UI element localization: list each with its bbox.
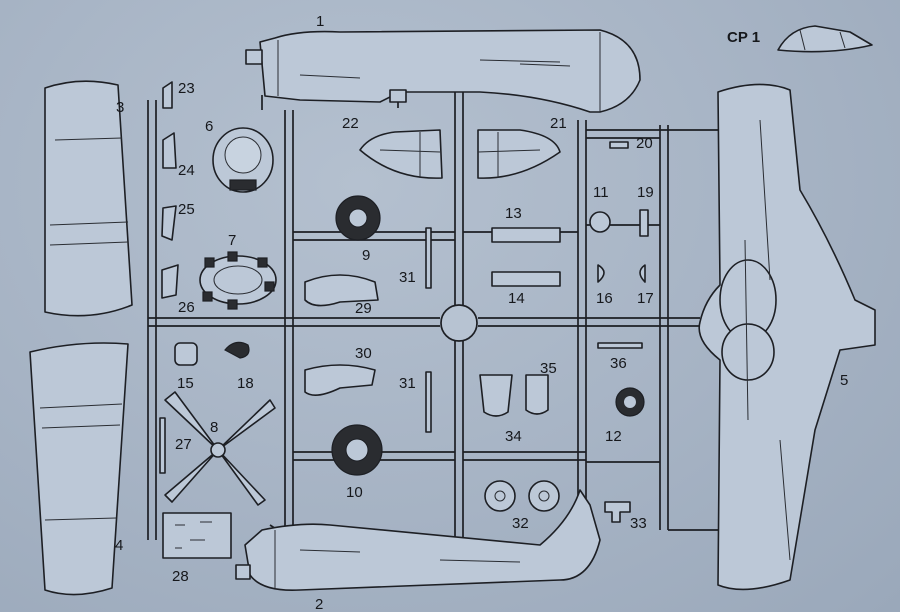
label-part-7: 7 bbox=[228, 232, 236, 249]
part-17 bbox=[639, 264, 646, 283]
part-23 bbox=[162, 81, 173, 109]
label-part-17: 17 bbox=[637, 290, 654, 307]
label-part-26: 26 bbox=[178, 299, 195, 316]
part-13 bbox=[491, 227, 561, 243]
label-part-11: 11 bbox=[593, 184, 609, 201]
label-part-20: 20 bbox=[636, 135, 653, 152]
label-part-22: 22 bbox=[342, 115, 359, 132]
part-14 bbox=[491, 271, 561, 287]
part-10-engine bbox=[331, 424, 383, 476]
label-part-36: 36 bbox=[610, 355, 627, 372]
part-cp1-canopy bbox=[777, 25, 873, 53]
label-part-9: 9 bbox=[362, 247, 370, 264]
label-part-14: 14 bbox=[508, 290, 525, 307]
part-25 bbox=[161, 205, 177, 241]
part-4-wing bbox=[29, 342, 129, 596]
part-27 bbox=[159, 417, 166, 474]
part-9-engine bbox=[335, 195, 381, 241]
part-36 bbox=[597, 342, 643, 349]
part-26 bbox=[161, 264, 179, 299]
part-1-fuselage-half bbox=[245, 29, 641, 113]
label-part-10: 10 bbox=[346, 484, 363, 501]
part-33 bbox=[604, 501, 631, 523]
label-part-21: 21 bbox=[550, 115, 567, 132]
part-8-propeller bbox=[164, 391, 276, 506]
part-7-cowl-ring bbox=[199, 251, 277, 310]
label-part-4: 4 bbox=[115, 537, 123, 554]
sprue-frame bbox=[147, 90, 718, 545]
label-part-35: 35 bbox=[540, 360, 557, 377]
label-part-8: 8 bbox=[210, 419, 218, 436]
part-11 bbox=[589, 211, 611, 233]
label-part-23: 23 bbox=[178, 80, 195, 97]
label-part-2: 2 bbox=[315, 596, 323, 612]
part-31b bbox=[425, 371, 432, 433]
label-part-31a: 31 bbox=[399, 269, 416, 286]
label-part-30: 30 bbox=[355, 345, 372, 362]
label-part-6: 6 bbox=[205, 118, 213, 135]
label-part-33: 33 bbox=[630, 515, 647, 532]
label-part-25: 25 bbox=[178, 201, 195, 218]
part-3-wing bbox=[44, 80, 133, 317]
part-5-lower-wing bbox=[698, 83, 876, 591]
label-part-1: 1 bbox=[316, 13, 324, 30]
part-22-tailplane bbox=[359, 129, 443, 179]
part-31a bbox=[425, 227, 432, 289]
label-part-24: 24 bbox=[178, 162, 195, 179]
label-part-16: 16 bbox=[596, 290, 613, 307]
label-part-19: 19 bbox=[637, 184, 654, 201]
label-part-13: 13 bbox=[505, 205, 522, 222]
part-19 bbox=[639, 209, 649, 237]
part-labels: CP 1 1 2 3 4 5 6 7 8 9 10 11 12 13 14 15… bbox=[115, 13, 848, 612]
part-34 bbox=[479, 374, 513, 417]
label-part-15: 15 bbox=[177, 375, 194, 392]
label-cp1: CP 1 bbox=[727, 29, 760, 46]
part-21-tailplane bbox=[477, 129, 561, 179]
label-part-28: 28 bbox=[172, 568, 189, 585]
part-32a bbox=[484, 480, 516, 512]
label-part-12: 12 bbox=[605, 428, 622, 445]
label-part-31b: 31 bbox=[399, 375, 416, 392]
label-part-34: 34 bbox=[505, 428, 522, 445]
part-24 bbox=[162, 132, 177, 169]
part-12 bbox=[615, 387, 645, 417]
label-part-27: 27 bbox=[175, 436, 192, 453]
part-29 bbox=[304, 274, 379, 307]
part-32b bbox=[528, 480, 560, 512]
label-part-18: 18 bbox=[237, 375, 254, 392]
part-28 bbox=[162, 512, 232, 559]
label-part-29: 29 bbox=[355, 300, 372, 317]
part-20 bbox=[609, 141, 629, 149]
label-part-3: 3 bbox=[116, 99, 124, 116]
part-2-fuselage-half bbox=[235, 489, 601, 592]
part-15 bbox=[174, 342, 198, 366]
label-part-5: 5 bbox=[840, 372, 848, 389]
part-30 bbox=[304, 364, 376, 396]
part-6-ring bbox=[212, 127, 274, 193]
label-part-32: 32 bbox=[512, 515, 529, 532]
part-18 bbox=[224, 341, 250, 359]
part-35 bbox=[525, 374, 549, 415]
part-16 bbox=[597, 264, 605, 283]
